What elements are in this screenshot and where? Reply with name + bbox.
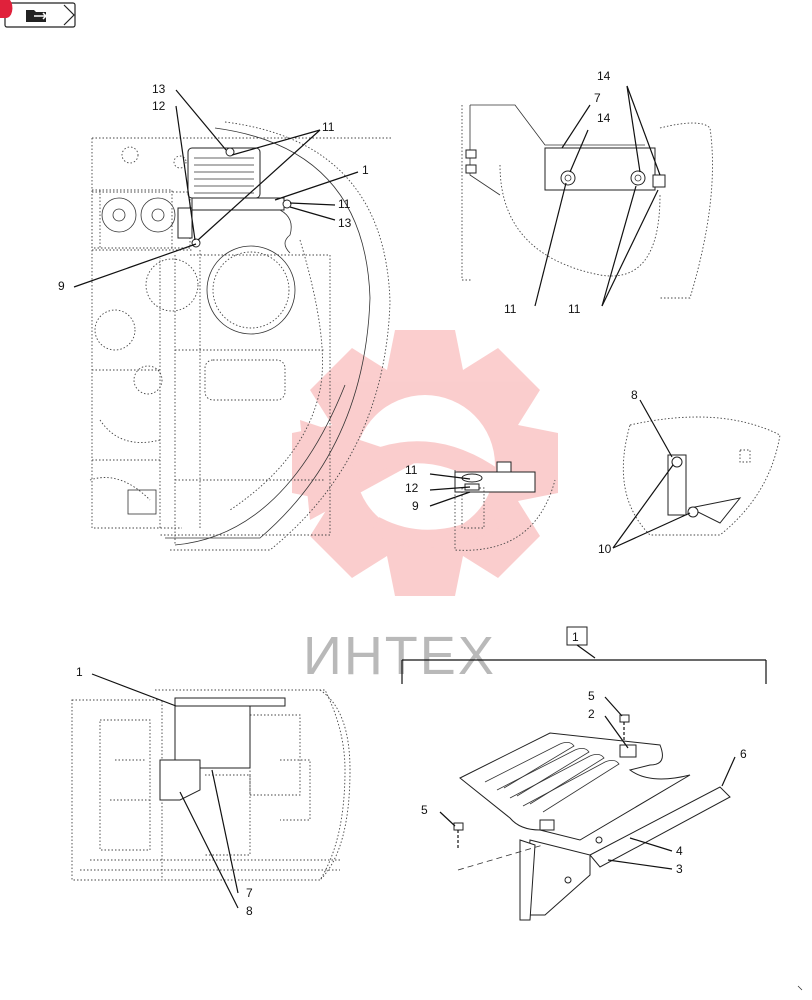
svg-text:9: 9: [58, 279, 65, 293]
svg-text:6: 6: [740, 747, 747, 761]
callout-10: 10: [598, 542, 612, 556]
svg-text:1: 1: [76, 665, 83, 679]
svg-text:13: 13: [152, 82, 166, 96]
top-left-cab-view: 13 12 11 1 11 13 9: [58, 82, 392, 551]
callouts-top-right: 14 7 14 11 11: [504, 69, 661, 316]
svg-text:5: 5: [588, 689, 595, 703]
detail-bolt-view: 11 12 9: [405, 461, 556, 551]
svg-text:12: 12: [405, 481, 419, 495]
svg-text:8: 8: [246, 904, 253, 918]
svg-text:13: 13: [338, 216, 352, 230]
red-marker-icon: [0, 0, 13, 19]
svg-text:11: 11: [322, 120, 335, 134]
exploded-assembly-view: 1: [401, 626, 767, 921]
svg-text:11: 11: [568, 302, 581, 316]
folder-arrow-icon: [26, 10, 48, 22]
detail-pin-view: 8 10: [598, 388, 781, 556]
back-nav-button[interactable]: [4, 2, 76, 28]
top-right-side-view: 14 7 14 11 11: [461, 69, 713, 316]
svg-text:7: 7: [246, 886, 253, 900]
heater-grille-top: [187, 147, 292, 254]
callouts-top-left: 13 12 11 1 11 13 9: [58, 82, 369, 293]
watermark-text: ИНТЕХ: [303, 626, 496, 686]
svg-text:11: 11: [338, 197, 351, 211]
gauge-cluster: [91, 191, 191, 249]
svg-text:14: 14: [597, 69, 611, 83]
svg-text:5: 5: [421, 803, 428, 817]
svg-text:11: 11: [405, 463, 418, 477]
svg-text:12: 12: [152, 99, 166, 113]
callout-8: 8: [631, 388, 638, 402]
watermark-logo: [292, 330, 558, 596]
bottom-left-cab-view: 1 7 8: [71, 665, 351, 918]
svg-text:2: 2: [588, 707, 595, 721]
svg-text:9: 9: [412, 499, 419, 513]
bolt-icon: [453, 714, 630, 848]
svg-text:1: 1: [362, 163, 369, 177]
svg-text:14: 14: [597, 111, 611, 125]
svg-text:7: 7: [594, 91, 601, 105]
svg-text:3: 3: [676, 862, 683, 876]
svg-text:4: 4: [676, 844, 683, 858]
svg-text:11: 11: [504, 302, 517, 316]
assembly-box-label: 1: [572, 630, 579, 644]
